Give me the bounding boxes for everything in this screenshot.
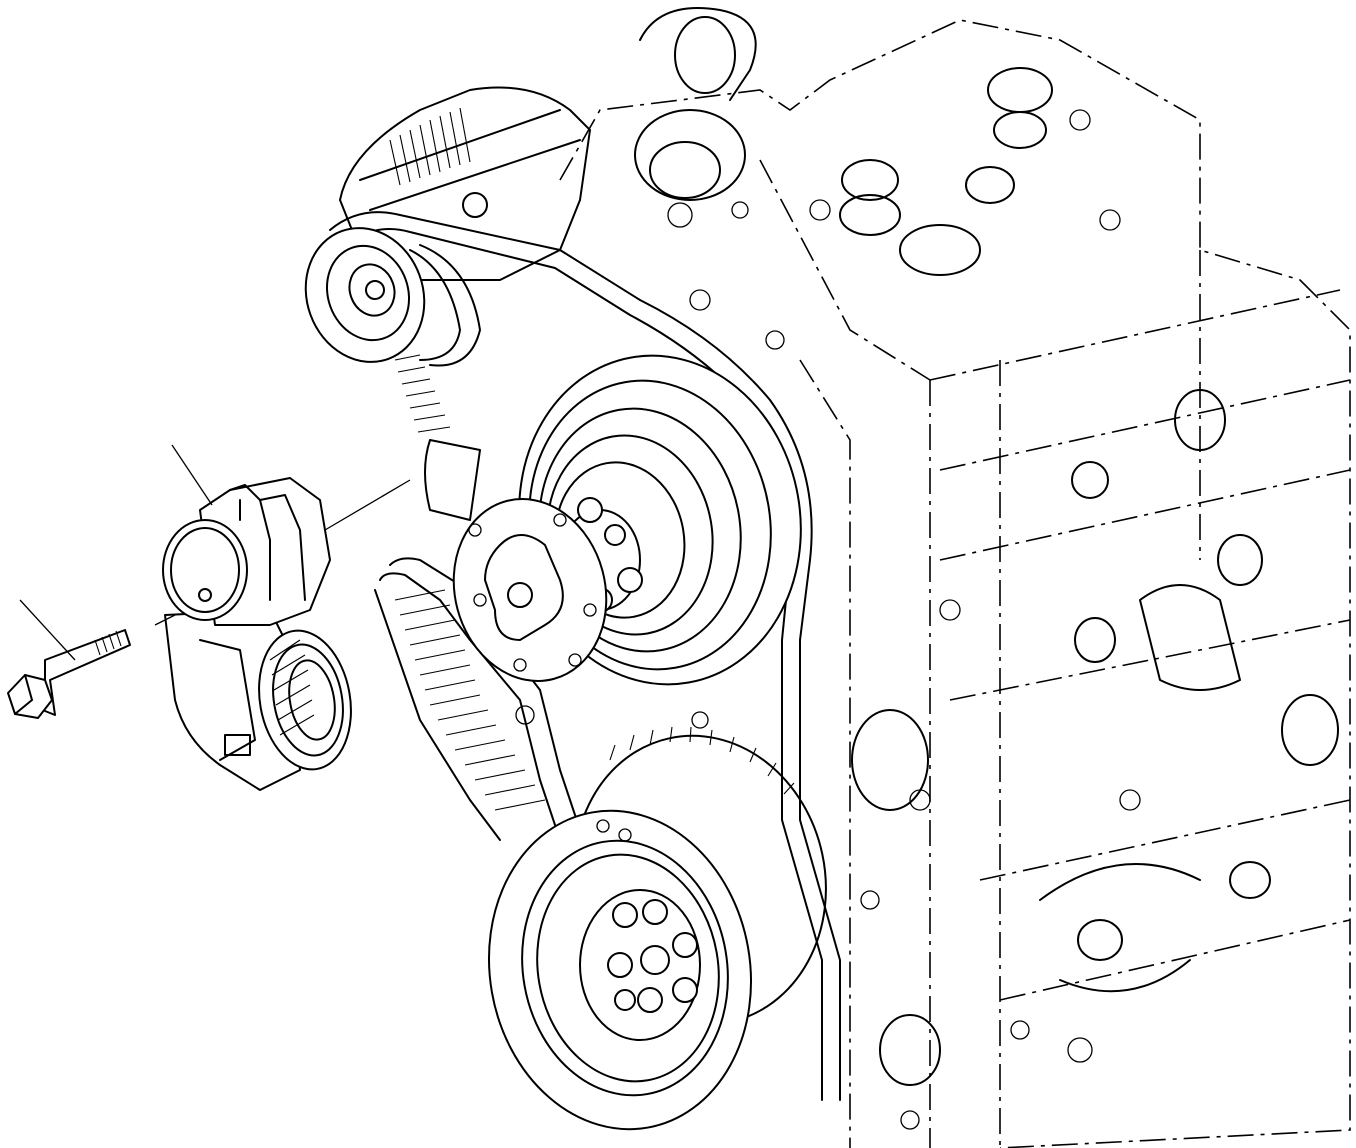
alternator: [339, 86, 591, 281]
engine-block: [515, 7, 1351, 1148]
fan-hub-pulley: [424, 354, 802, 686]
leader-lines: [19, 444, 411, 661]
belt-tensioner-assembly: [162, 477, 352, 791]
crankshaft-pulley: [487, 726, 827, 1131]
mounting-bolt: [7, 629, 131, 719]
alternator-pulley: [304, 227, 481, 367]
